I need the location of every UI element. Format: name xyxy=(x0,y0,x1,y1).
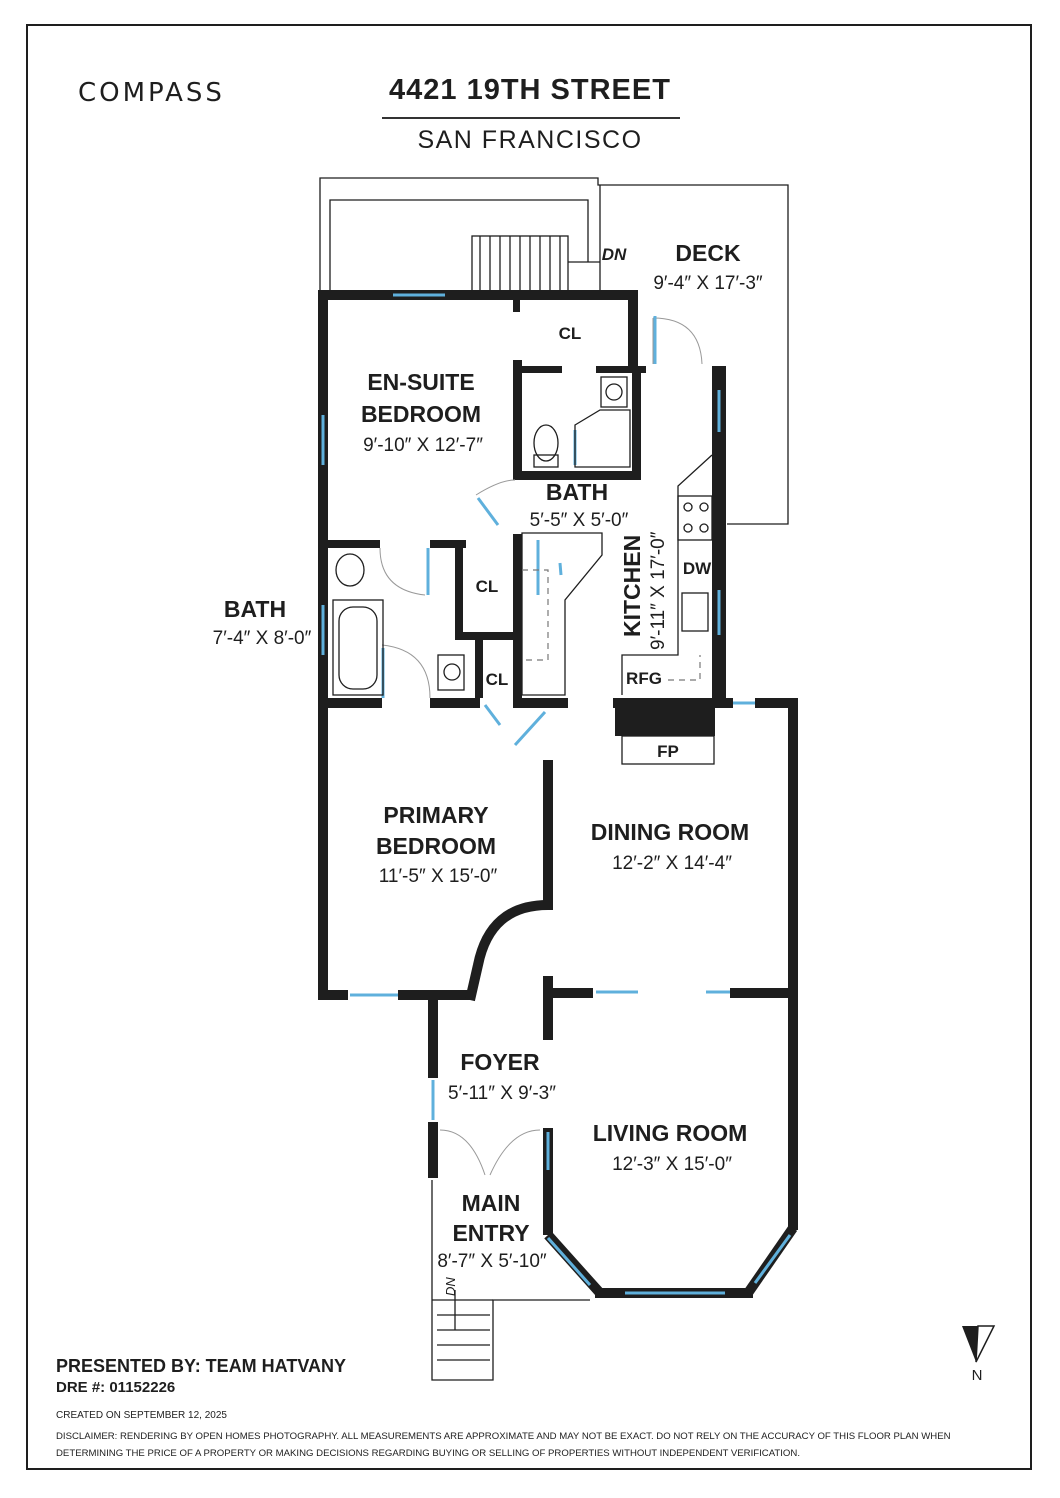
presented-by: PRESENTED BY: TEAM HATVANY xyxy=(56,1356,347,1376)
living-name: LIVING ROOM xyxy=(593,1120,748,1146)
property-city: SAN FRANCISCO xyxy=(417,126,643,154)
deck-dims: 9′-4″ X 17′-3″ xyxy=(653,273,763,294)
closet-label-3: CL xyxy=(486,670,509,689)
primary-name-2: BEDROOM xyxy=(376,833,496,859)
north-label: N xyxy=(972,1367,983,1384)
ensuite-name-2: BEDROOM xyxy=(361,401,481,427)
deck-stairs-dn: DN xyxy=(602,245,627,264)
kitchen-dims: 9′-11″ X 17′-0″ xyxy=(648,531,669,650)
dishwasher-label: DW xyxy=(683,559,712,578)
ensuite-bath-dims: 5′-5″ X 5′-0″ xyxy=(530,510,629,531)
living-dims: 12′-3″ X 15′-0″ xyxy=(612,1154,732,1175)
dre-number: DRE #: 01152226 xyxy=(56,1379,176,1396)
compass-logo: COMPASS xyxy=(78,78,225,108)
property-address: 4421 19TH STREET xyxy=(389,74,671,106)
primary-dims: 11′-5″ X 15′-0″ xyxy=(379,866,498,887)
entry-name-2: ENTRY xyxy=(452,1220,529,1246)
kitchen-layout xyxy=(521,454,715,765)
dining-dims: 12′-2″ X 14′-4″ xyxy=(612,853,732,874)
closet-label-1: CL xyxy=(559,324,582,343)
hall-bath-dims: 7′-4″ X 8′-0″ xyxy=(213,628,312,649)
entry-dims: 8′-7″ X 5′-10″ xyxy=(437,1251,547,1272)
foyer-name: FOYER xyxy=(460,1049,540,1075)
deck-stairs xyxy=(471,235,600,293)
curved-wall xyxy=(465,900,549,1002)
deck-outline xyxy=(319,177,789,525)
entry-stairs xyxy=(431,1180,590,1381)
foyer-dims: 5′-11″ X 9′-3″ xyxy=(448,1083,556,1104)
hall-bath-name: BATH xyxy=(224,596,286,622)
deck-name: DECK xyxy=(675,240,741,266)
closet-label-2: CL xyxy=(476,577,499,596)
entry-name-1: MAIN xyxy=(462,1190,521,1216)
refrigerator-label: RFG xyxy=(626,669,662,688)
fireplace-label: FP xyxy=(657,742,679,761)
primary-name-1: PRIMARY xyxy=(383,802,488,828)
fixtures xyxy=(332,376,631,696)
page-frame xyxy=(26,24,1032,1470)
bay-walls xyxy=(543,1170,798,1297)
title-divider xyxy=(382,117,680,119)
walls xyxy=(318,290,798,1298)
disclaimer: DISCLAIMER: RENDERING BY OPEN HOMES PHOT… xyxy=(56,1431,951,1459)
ensuite-dims: 9′-10″ X 12′-7″ xyxy=(363,435,483,456)
windows xyxy=(321,293,792,1295)
entry-stairs-dn: DN xyxy=(443,1277,458,1296)
ensuite-bath-name: BATH xyxy=(546,479,608,505)
north-arrow-icon xyxy=(962,1325,996,1363)
ensuite-name-1: EN-SUITE xyxy=(367,369,474,395)
kitchen-name: KITCHEN xyxy=(619,535,645,637)
created-date: CREATED ON SEPTEMBER 12, 2025 xyxy=(56,1410,227,1421)
dining-name: DINING ROOM xyxy=(591,819,749,845)
